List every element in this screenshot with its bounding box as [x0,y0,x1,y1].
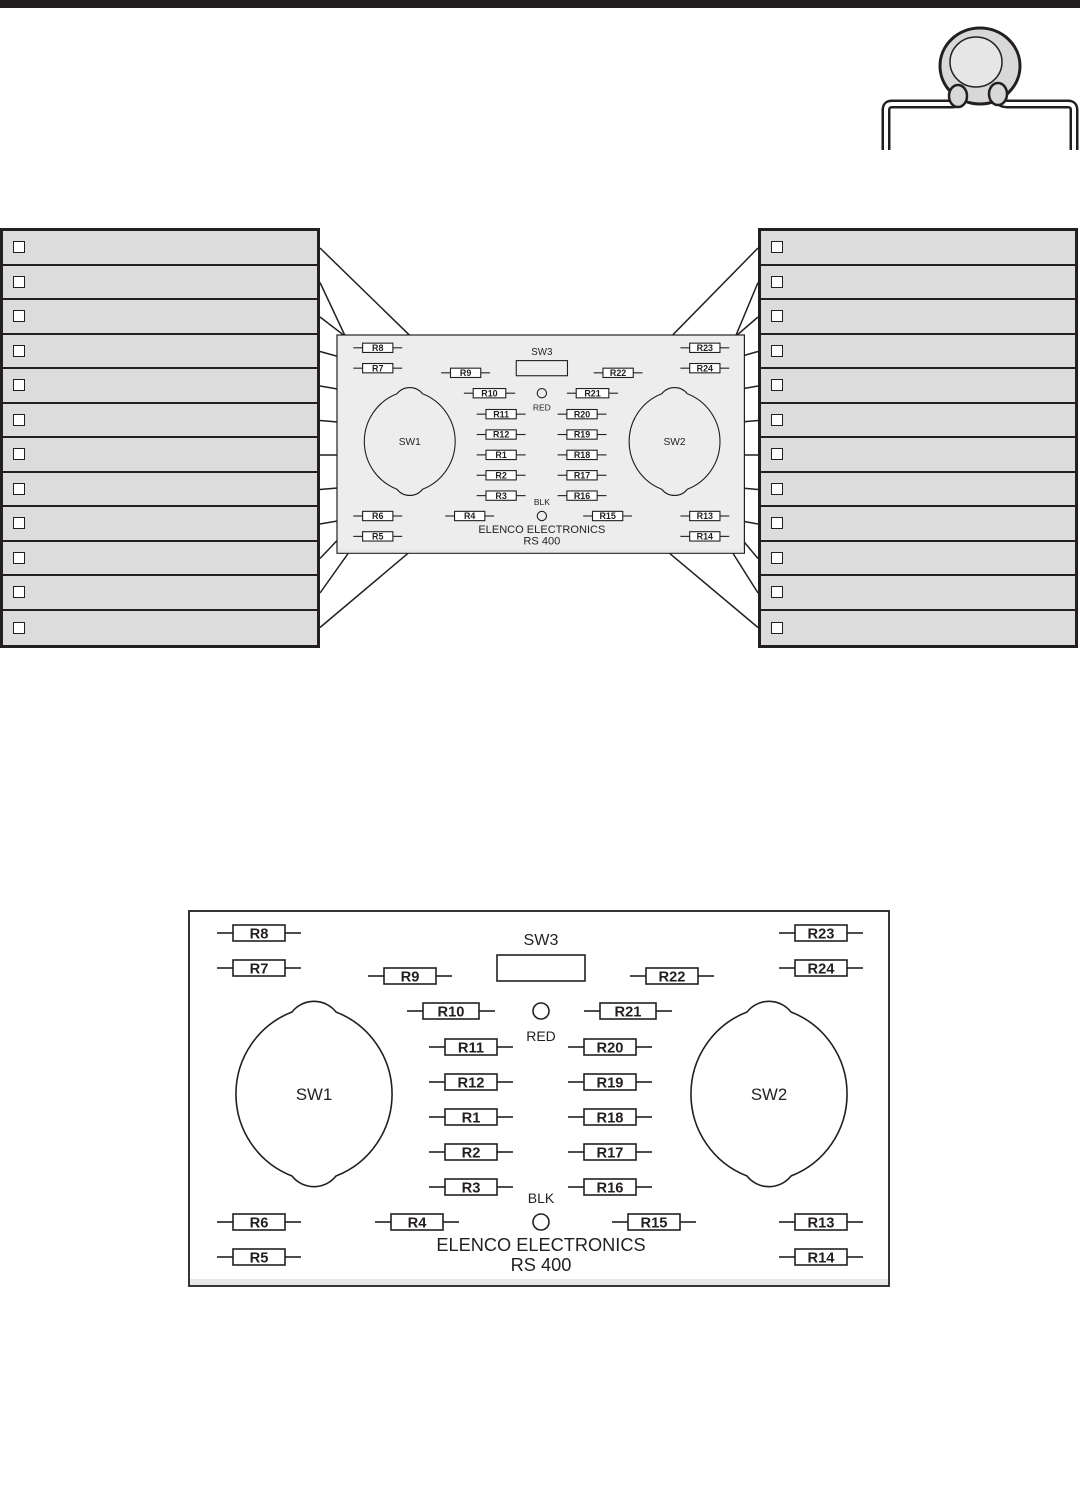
checklist-row [761,473,1075,507]
checkbox-icon[interactable] [13,586,25,599]
leader-line [319,535,361,594]
checkbox-icon[interactable] [13,517,25,530]
checklist-row [761,369,1075,404]
leader-line [598,492,759,525]
checkbox-icon[interactable] [13,275,25,288]
leader-line [319,515,453,629]
leader-line [634,247,759,374]
checklist-row [761,266,1075,300]
checklist-row [3,576,317,611]
checklist-row [3,369,317,404]
leader-line [319,471,485,491]
checklist-row [3,404,317,438]
leader-line [319,316,361,349]
checkbox-icon[interactable] [13,482,25,495]
leader-line [624,515,759,629]
checklist-row [761,231,1075,266]
leader-line [721,316,759,349]
checkbox-icon[interactable] [771,517,783,530]
checklist-row [3,611,317,646]
checkbox-icon[interactable] [13,551,25,564]
leader-line [598,419,759,439]
checklist-row [761,438,1075,473]
leader-line [319,247,449,374]
checkbox-icon[interactable] [771,448,783,461]
checklist-row [3,438,317,473]
checkbox-icon[interactable] [771,586,783,599]
checkbox-icon[interactable] [771,241,783,254]
checkbox-icon[interactable] [771,413,783,426]
checklist-row [761,404,1075,438]
checkbox-icon[interactable] [13,413,25,426]
checklist-row [3,507,317,542]
left-checklist [0,228,320,648]
checkbox-icon[interactable] [771,482,783,495]
checkbox-icon[interactable] [13,344,25,357]
leader-line [319,492,485,525]
checkbox-icon[interactable] [771,621,783,634]
checklist-row [3,542,317,576]
checkbox-icon[interactable] [771,551,783,564]
right-checklist [758,228,1078,648]
capacitor-icon [881,26,1079,150]
checklist-row [3,473,317,507]
checklist-row [3,335,317,369]
checklist-row [761,335,1075,369]
checkbox-icon[interactable] [771,310,783,323]
checklist-row [3,266,317,300]
leader-line [721,535,759,594]
checklist-row [761,300,1075,335]
leader-line [721,282,759,370]
checkbox-icon[interactable] [771,379,783,392]
leader-line [319,282,361,369]
leader-line [319,419,485,439]
checklist-row [3,231,317,266]
checklist-row [761,611,1075,646]
checkbox-icon[interactable] [771,344,783,357]
checkbox-icon[interactable] [13,241,25,254]
checklist-row [761,507,1075,542]
checklist-row [3,300,317,335]
header-bar [0,0,1080,8]
checkbox-icon[interactable] [13,379,25,392]
checkbox-icon[interactable] [13,310,25,323]
checklist-row [761,576,1075,611]
leader-line [598,471,759,491]
checkbox-icon[interactable] [13,448,25,461]
checklist-row [761,542,1075,576]
checkbox-icon[interactable] [13,621,25,634]
checkbox-icon[interactable] [771,275,783,288]
leader-line [610,350,759,396]
